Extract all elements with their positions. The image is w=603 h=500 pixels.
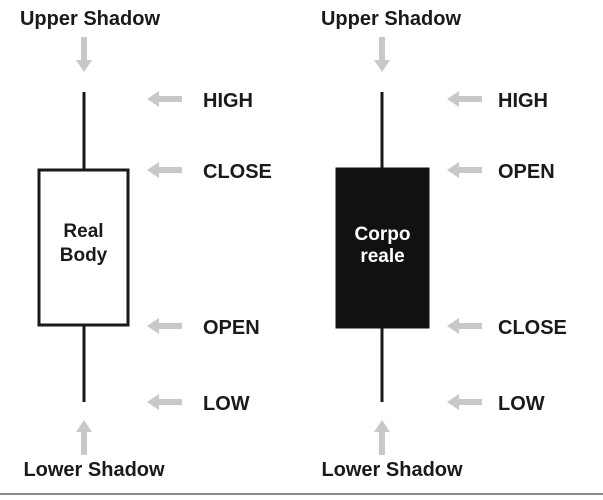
bearish-low-label: LOW	[498, 393, 545, 415]
bearish-upper-arrow-icon	[374, 37, 390, 72]
bullish-open-label: OPEN	[203, 317, 260, 339]
bearish-open-label: OPEN	[498, 161, 555, 183]
bullish-lower-arrow-icon	[76, 420, 92, 455]
bullish-body-label-line1: Real	[63, 221, 103, 242]
bullish-upper-arrow-icon	[76, 37, 92, 72]
bearish-lower-shadow-label: Lower Shadow	[321, 459, 463, 481]
bullish-candle-group: Upper Shadow Real Body HIGH CLOSE OPEN	[20, 8, 272, 481]
bullish-high-arrow-icon	[147, 91, 182, 107]
bearish-open-arrow-icon	[447, 162, 482, 178]
bullish-open-arrow-icon	[147, 318, 182, 334]
bullish-high-label: HIGH	[203, 90, 253, 112]
bearish-real-body	[335, 167, 430, 329]
bearish-high-arrow-icon	[447, 91, 482, 107]
bearish-body-label-line2: reale	[360, 246, 404, 267]
bearish-candle-group: Upper Shadow Corpo reale HIGH OPEN CLOSE	[321, 8, 567, 481]
bullish-body-label-line2: Body	[60, 245, 108, 266]
bullish-upper-shadow-label: Upper Shadow	[20, 8, 160, 30]
bullish-close-label: CLOSE	[203, 161, 272, 183]
bearish-close-arrow-icon	[447, 318, 482, 334]
bullish-close-arrow-icon	[147, 162, 182, 178]
bearish-close-label: CLOSE	[498, 317, 567, 339]
bullish-real-body	[37, 168, 130, 327]
bullish-lower-shadow-label: Lower Shadow	[23, 459, 165, 481]
bullish-low-arrow-icon	[147, 394, 182, 410]
bearish-body-label-line1: Corpo	[355, 224, 411, 245]
bearish-high-label: HIGH	[498, 90, 548, 112]
bearish-low-arrow-icon	[447, 394, 482, 410]
bearish-lower-arrow-icon	[374, 420, 390, 455]
bullish-low-label: LOW	[203, 393, 250, 415]
bearish-upper-shadow-label: Upper Shadow	[321, 8, 461, 30]
